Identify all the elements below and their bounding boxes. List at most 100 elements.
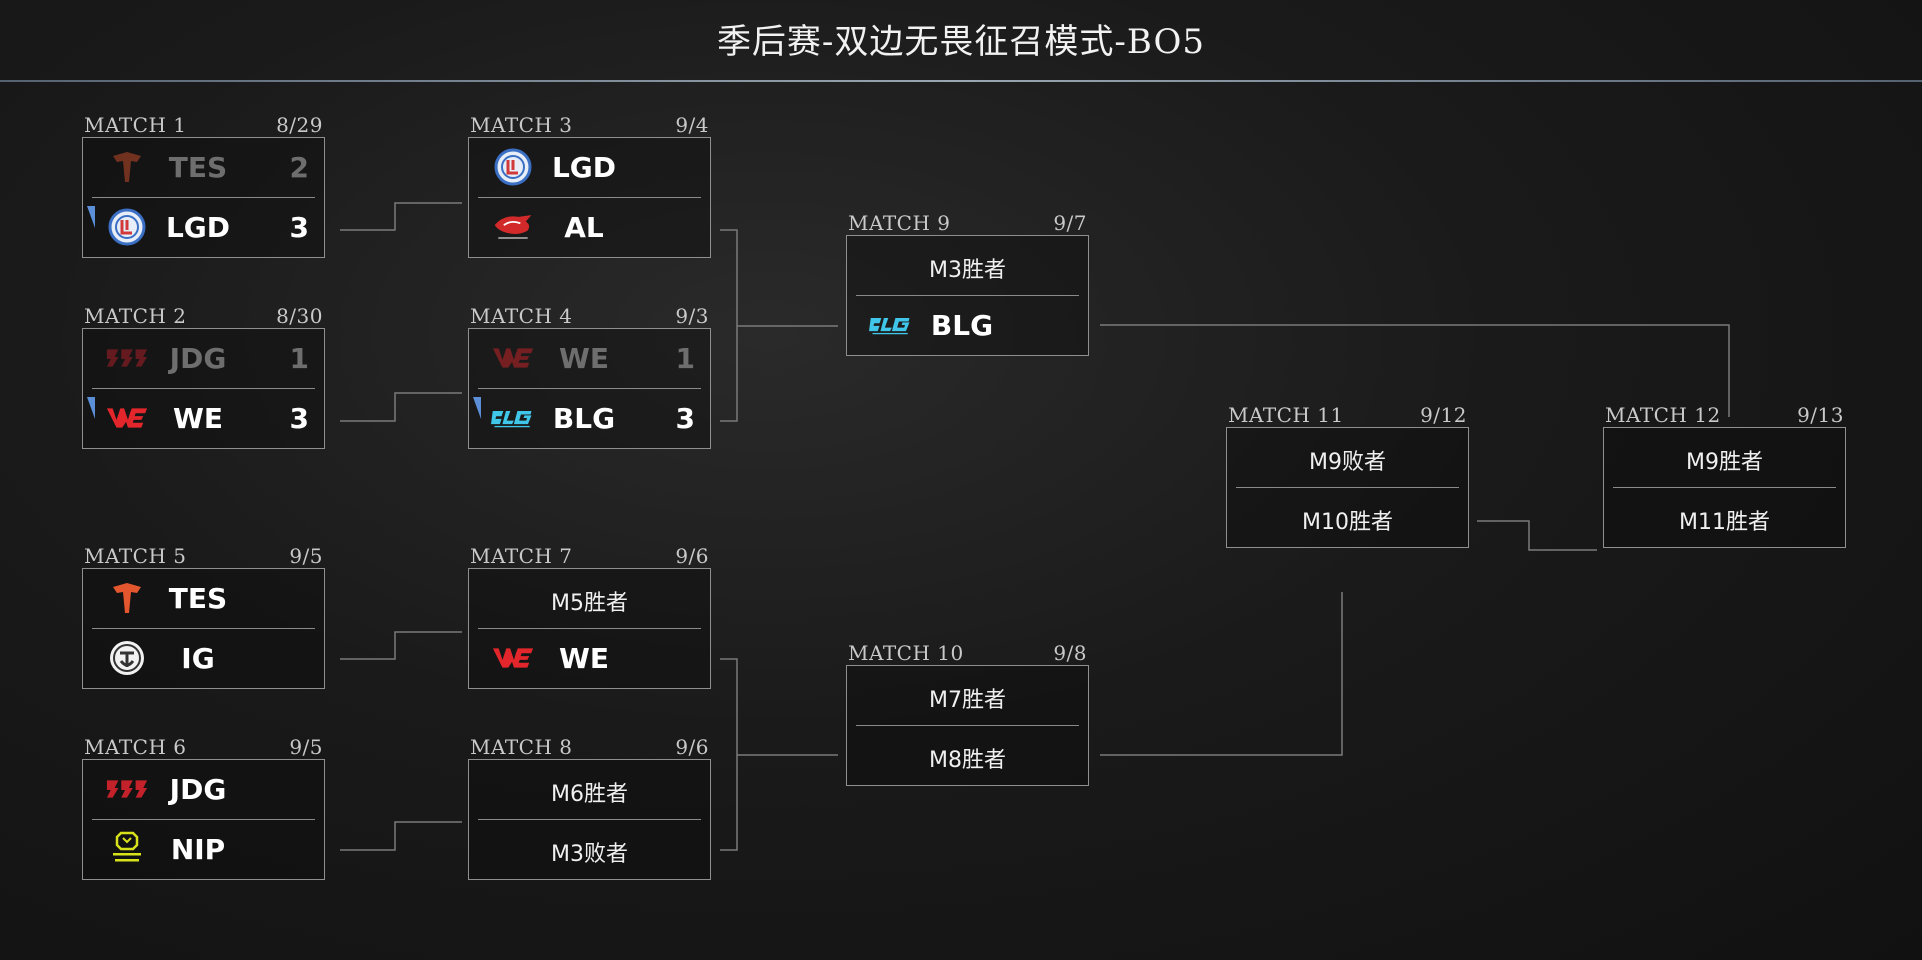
team-score: 1	[675, 342, 695, 375]
team-name: NIP	[170, 833, 226, 866]
lgd-logo	[491, 148, 535, 186]
team-slot[interactable]: WE	[469, 629, 710, 688]
match-label: MATCH 8	[470, 735, 573, 759]
match-date: 9/6	[675, 735, 709, 759]
slot-placeholder-text: M5胜者	[551, 591, 628, 616]
placeholder-slot[interactable]: M9败者	[1227, 428, 1468, 487]
team-slot[interactable]: AL	[469, 198, 710, 257]
match-header: MATCH 7 9/6	[468, 538, 711, 568]
team-score: 2	[289, 151, 309, 184]
match-label: MATCH 9	[848, 211, 951, 235]
team-name: WE	[172, 402, 223, 435]
placeholder-slot[interactable]: M8胜者	[847, 726, 1088, 785]
slot-divider	[856, 295, 1079, 296]
blg-logo	[869, 307, 913, 343]
winner-flag-icon	[473, 397, 481, 419]
slot-divider	[92, 197, 315, 198]
team-slot[interactable]: IG	[83, 629, 324, 688]
placeholder-slot[interactable]: M3胜者	[847, 236, 1088, 295]
match-box[interactable]: M9败者 M10胜者	[1226, 427, 1469, 548]
match-label: MATCH 10	[848, 641, 964, 665]
match-label: MATCH 1	[84, 113, 187, 137]
match-box[interactable]: JDG NIP	[82, 759, 325, 880]
winner-flag-icon	[87, 397, 95, 419]
slot-divider	[1613, 487, 1836, 488]
connector-line-1	[340, 202, 462, 231]
connector-line-4	[340, 821, 462, 851]
placeholder-slot[interactable]: M5胜者	[469, 569, 710, 628]
slot-divider	[478, 628, 701, 629]
match-label: MATCH 12	[1605, 403, 1721, 427]
match-date: 9/13	[1797, 403, 1844, 427]
team-score: 3	[289, 211, 309, 244]
team-name: JDG	[169, 342, 227, 375]
team-slot[interactable]: BLG	[847, 296, 1088, 355]
placeholder-slot[interactable]: M11胜者	[1604, 488, 1845, 547]
match-header: MATCH 8 9/6	[468, 729, 711, 759]
match-box[interactable]: M5胜者 WE	[468, 568, 711, 689]
connector-line-9	[1477, 520, 1597, 551]
team-name: JDG	[169, 773, 227, 806]
placeholder-slot[interactable]: M9胜者	[1604, 428, 1845, 487]
lgd-logo	[105, 208, 149, 246]
placeholder-slot[interactable]: M10胜者	[1227, 488, 1468, 547]
team-slot[interactable]: LGD	[469, 138, 710, 197]
match-box[interactable]: M3胜者 BLG	[846, 235, 1089, 356]
slot-placeholder-text: M10胜者	[1302, 510, 1393, 535]
slot-placeholder-text: M3败者	[551, 842, 628, 867]
match-label: MATCH 6	[84, 735, 187, 759]
match-box[interactable]: M6胜者 M3败者	[468, 759, 711, 880]
connector-line-5	[720, 229, 838, 422]
match-label: MATCH 3	[470, 113, 573, 137]
match-label: MATCH 7	[470, 544, 573, 568]
placeholder-slot[interactable]: M3败者	[469, 820, 710, 879]
jdg-logo	[105, 771, 149, 807]
match-date: 9/3	[675, 304, 709, 328]
connector-line-8	[1100, 592, 1343, 756]
connector-line-3	[340, 631, 462, 660]
connector-line-7	[1100, 324, 1730, 417]
team-name: WE	[558, 642, 609, 675]
team-slot[interactable]: LGD 3	[83, 198, 324, 257]
placeholder-slot[interactable]: M6胜者	[469, 760, 710, 819]
match-date: 9/6	[675, 544, 709, 568]
jdg-logo	[105, 340, 149, 376]
team-name: LGD	[165, 211, 231, 244]
team-slot[interactable]: JDG	[83, 760, 324, 819]
match-header: MATCH 11 9/12	[1226, 397, 1469, 427]
connector-line-2	[340, 392, 462, 422]
match-date: 9/8	[1053, 641, 1087, 665]
slot-divider	[478, 819, 701, 820]
match-header: MATCH 1 8/29	[82, 107, 325, 137]
match-date: 8/29	[276, 113, 323, 137]
match-date: 9/12	[1420, 403, 1467, 427]
team-slot[interactable]: NIP	[83, 820, 324, 879]
slot-placeholder-text: M3胜者	[929, 258, 1006, 283]
match-label: MATCH 11	[1228, 403, 1344, 427]
slot-divider	[478, 197, 701, 198]
placeholder-slot[interactable]: M7胜者	[847, 666, 1088, 725]
team-slot[interactable]: TES	[83, 569, 324, 628]
